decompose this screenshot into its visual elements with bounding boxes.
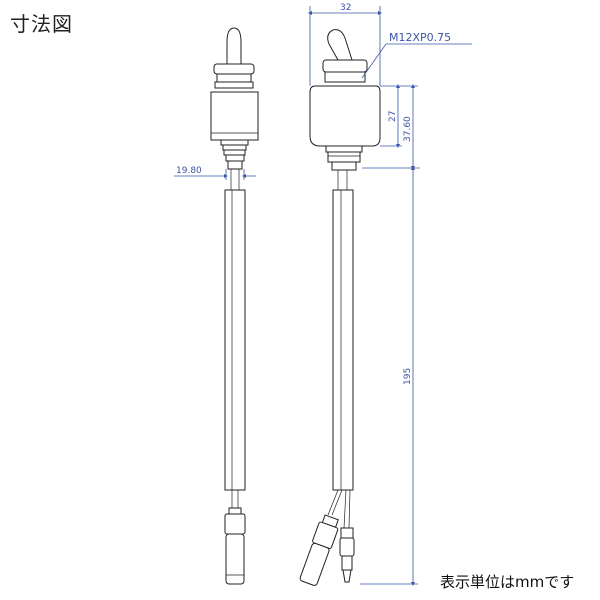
left-boot-4: [225, 154, 245, 162]
left-washer: [214, 81, 254, 89]
left-nut: [213, 63, 255, 75]
right-collar: [324, 71, 366, 83]
left-connector-body: [224, 513, 246, 535]
dim-thread: M12XP0.75: [389, 31, 451, 44]
right-view: 32 M12XP0.75 27 37.60 195: [299, 3, 472, 586]
right-connector-female: [299, 514, 339, 586]
left-boot-3: [223, 149, 246, 156]
left-body: [210, 91, 259, 141]
left-collar: [216, 73, 252, 83]
right-cable: [332, 189, 354, 491]
dim-body-height-total: 37.60: [403, 116, 413, 142]
page-title: 寸法図: [10, 12, 73, 36]
left-toggle-lever: [226, 27, 242, 65]
left-view: 19.80: [174, 27, 259, 585]
dim-body-height: 27: [388, 111, 398, 122]
left-connector-neck: [228, 507, 242, 515]
right-nut: [322, 59, 368, 73]
right-bushing: [325, 145, 363, 153]
left-connector-tube: [225, 533, 245, 585]
unit-note: 表示単位はmmです: [440, 573, 575, 591]
left-boot-1: [220, 139, 249, 146]
right-thread: [327, 151, 361, 163]
left-cable: [224, 189, 246, 491]
right-toggle-lever: [327, 29, 353, 61]
left-boot-2: [222, 144, 247, 151]
right-boot: [331, 161, 357, 171]
dim-left-width: 19.80: [176, 166, 202, 176]
dim-cable-length: 195: [403, 368, 413, 385]
right-connector-male: [339, 527, 355, 583]
dim-top-width: 32: [340, 3, 351, 13]
right-body: [309, 85, 381, 147]
left-boot-5: [227, 160, 243, 170]
